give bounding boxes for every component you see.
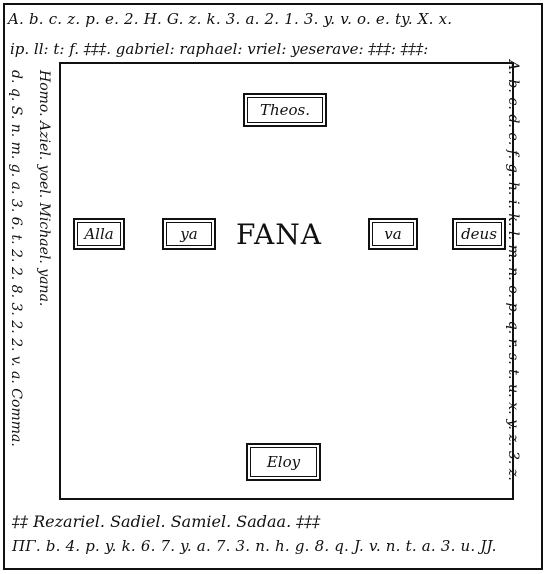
bottom-cipher-line: ΠΓ. b. 4. p. y. k. 6. 7. y. a. 7. 3. n. …: [12, 537, 497, 555]
top-angel-names-line: ip. ll: t: f. ‡‡‡. gabriel: raphael: vri…: [10, 40, 429, 58]
name-va: va: [372, 222, 414, 246]
name-box-theos: Theos.: [243, 93, 327, 127]
center-word-fana: FANA: [236, 218, 322, 251]
name-box-deus: deus: [452, 218, 506, 250]
name-deus: deus: [456, 222, 502, 246]
top-cipher-line: A. b. c. z. p. e. 2. H. G. z. k. 3. a. 2…: [8, 10, 453, 28]
name-box-va: va: [368, 218, 418, 250]
name-eloy: Eloy: [250, 447, 317, 477]
left-angel-names-column: Homo. Aziel. yoel. Michael. yana.: [36, 70, 52, 307]
name-ya: ya: [166, 222, 212, 246]
bottom-angel-names-line: ‡‡ Rezariel. Sadiel. Samiel. Sadaa. ‡‡‡: [12, 512, 321, 531]
name-alla: Alla: [77, 222, 121, 246]
inner-square: [59, 62, 514, 500]
name-box-alla: Alla: [73, 218, 125, 250]
name-box-ya: ya: [162, 218, 216, 250]
name-box-eloy: Eloy: [246, 443, 321, 481]
outer-border: [3, 3, 543, 570]
left-cipher-column: d. q. S. n. m. g. a. 3. 6. t. 2. 2. 8. 3…: [8, 70, 24, 447]
name-theos: Theos.: [247, 97, 323, 123]
